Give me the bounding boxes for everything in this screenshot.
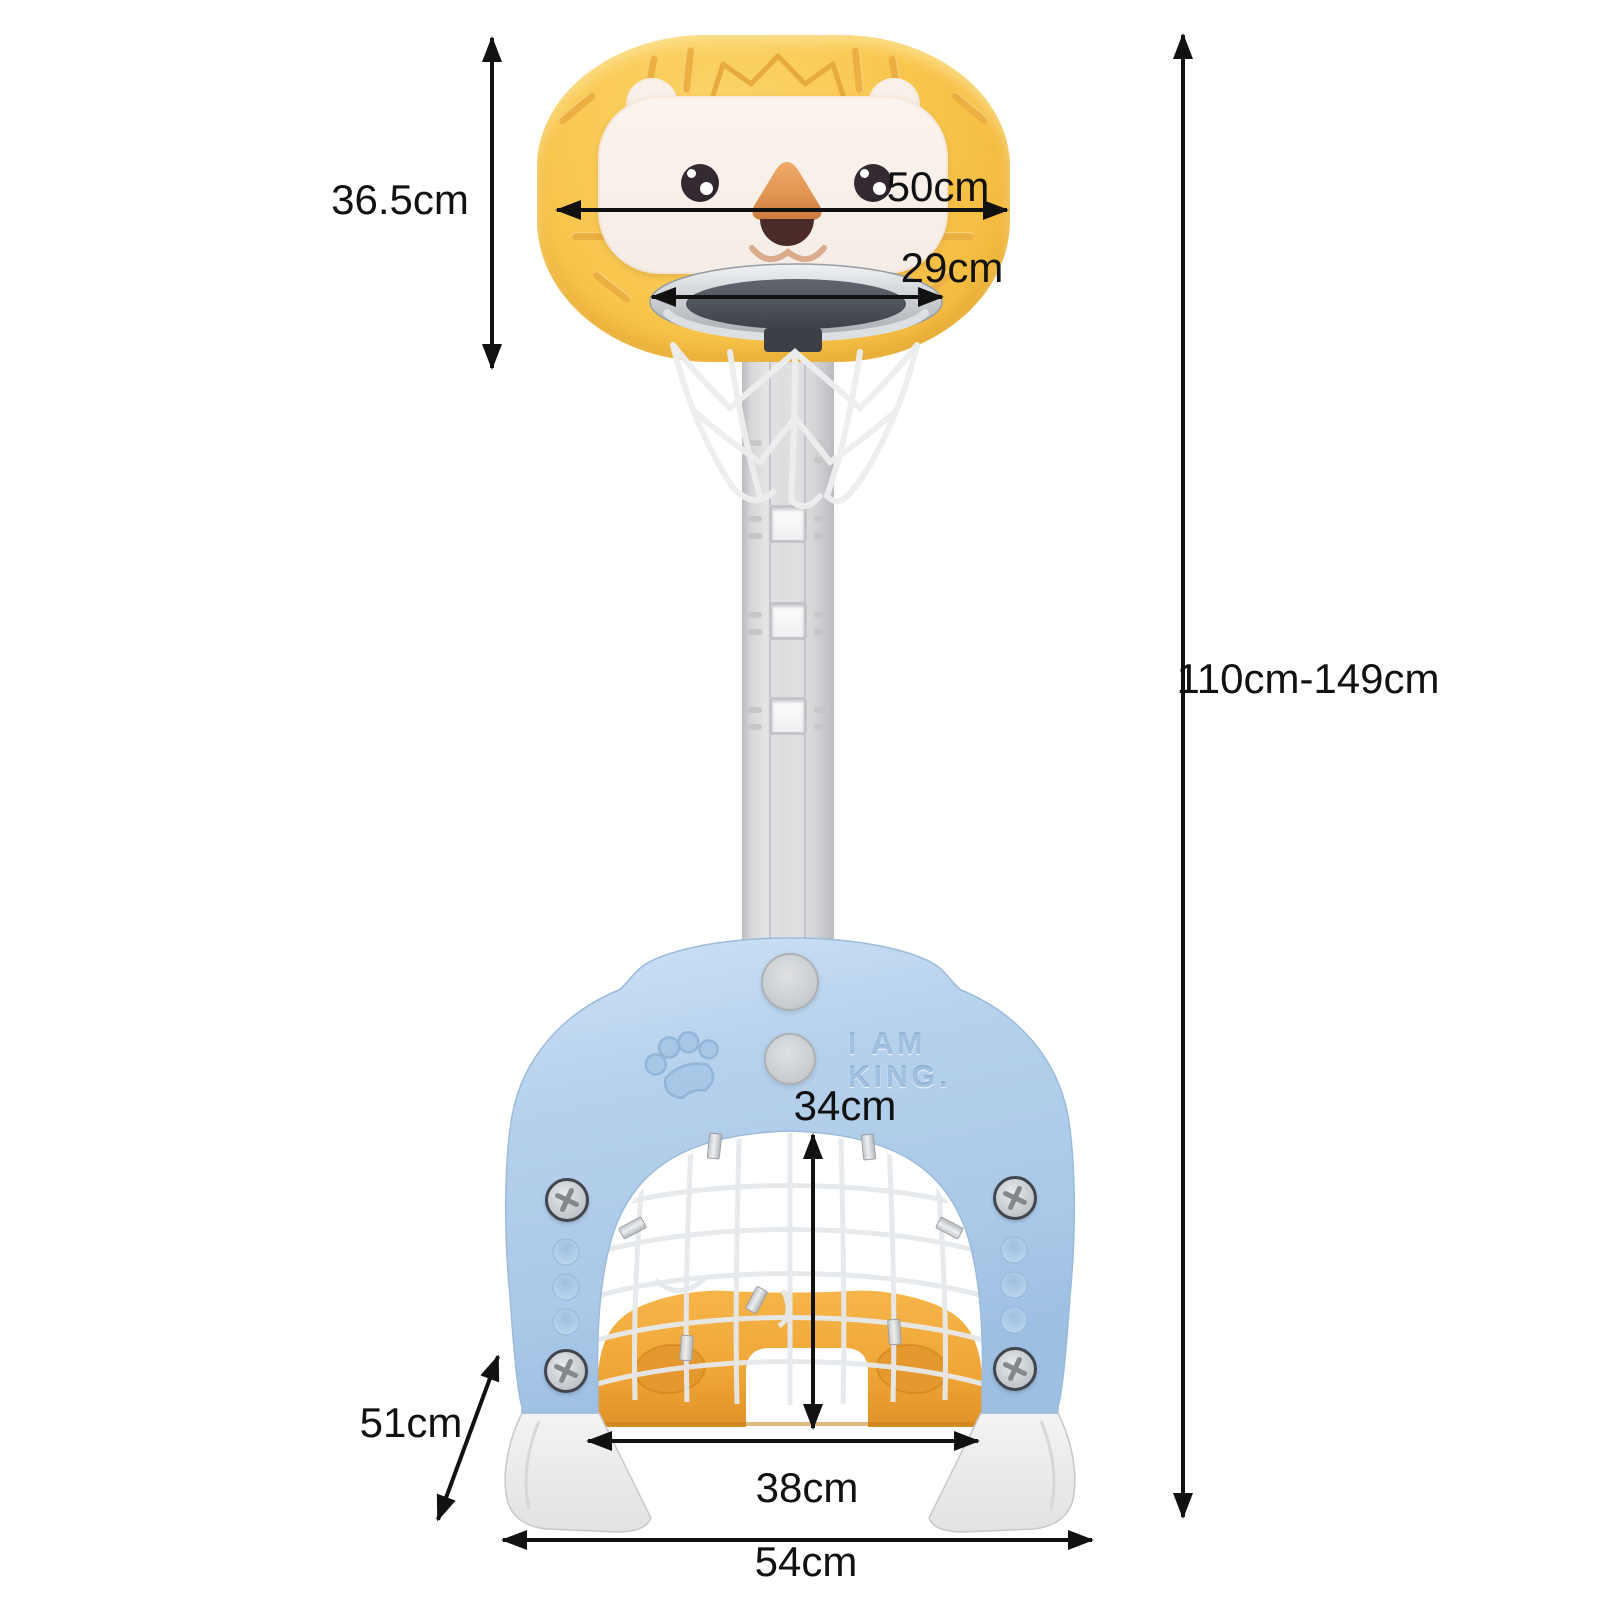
basketball-net [670,342,920,509]
dimension-label-goal-height: 34cm [793,1082,897,1129]
dimension-line-backboard-width [557,208,1007,212]
pole-notch [814,533,829,539]
pole-notch [747,707,762,713]
screw [993,1347,1037,1391]
paw-print-icon [644,1030,719,1100]
bear-eye-left [681,164,719,202]
soccer-goal-frame [504,937,1076,1414]
pole-notch [814,629,829,635]
emboss-text-line1: I AM [848,1028,927,1061]
soccer-goal-net [598,1133,982,1405]
frame-dimple [1000,1271,1028,1299]
screw [545,1178,589,1222]
eye-highlight [860,169,869,178]
dimension-line-backboard-height [490,38,494,368]
pole-notch [814,457,829,463]
pole-ridge [804,322,806,962]
emboss-text-line2: KING. [848,1061,952,1094]
adjust-knob-small [764,1033,816,1085]
stand-feet [504,1412,1076,1533]
height-adjust-hole [769,697,807,735]
bear-nose [752,162,822,220]
dimension-label-backboard-height: 36.5cm [331,176,469,223]
eye-highlight [700,182,713,195]
frame-dimple [552,1238,580,1266]
bear-smile [749,245,827,262]
eye-highlight [873,182,886,195]
dimension-label-overall-height: 110cm-149cm [1176,655,1440,702]
height-adjust-hole [769,505,807,543]
pole-notch [814,516,829,522]
eye-highlight [687,169,696,178]
frame-dimple [1000,1306,1028,1334]
net-clip [860,1133,877,1161]
dimension-line-hoop-diameter [652,295,942,299]
dimension-line-base-width [503,1538,1092,1542]
adjust-knob-large [761,953,819,1011]
dimension-line-goal-width [588,1439,978,1443]
dimension-label-base-width: 54cm [754,1538,858,1585]
pole-notch [747,629,762,635]
backboard-emboss-dash [572,232,618,240]
dimension-line-overall-height [1181,35,1185,1517]
net-clip [679,1334,694,1362]
foot-right [928,1412,1076,1533]
pole-notch [814,707,829,713]
dimension-label-goal-width: 38cm [755,1464,859,1511]
backboard-emboss-dash [928,232,974,240]
rim-bracket [764,328,822,352]
foot-left [504,1412,652,1533]
pole-notch [747,612,762,618]
pole-notch [814,724,829,730]
height-adjust-hole [769,602,807,640]
pole-notch [747,516,762,522]
pole-notch [747,440,762,446]
frame-dimple [552,1273,580,1301]
net-clip [887,1318,902,1346]
pole-notch [814,440,829,446]
net-clip [706,1132,723,1160]
frame-dimple [552,1308,580,1336]
screw [544,1349,588,1393]
frame-dimple [1000,1236,1028,1264]
dimension-label-backboard-width: 50cm [886,163,990,210]
dimension-line-goal-height [811,1135,815,1428]
pole-notch [747,533,762,539]
pole-notch [747,724,762,730]
dimension-label-base-depth: 51cm [359,1399,463,1446]
dimension-label-hoop-diameter: 29cm [900,244,1004,291]
pole-notch [814,612,829,618]
bear-eye-right [854,164,892,202]
pole-ridge [769,322,771,962]
screw [993,1176,1037,1220]
